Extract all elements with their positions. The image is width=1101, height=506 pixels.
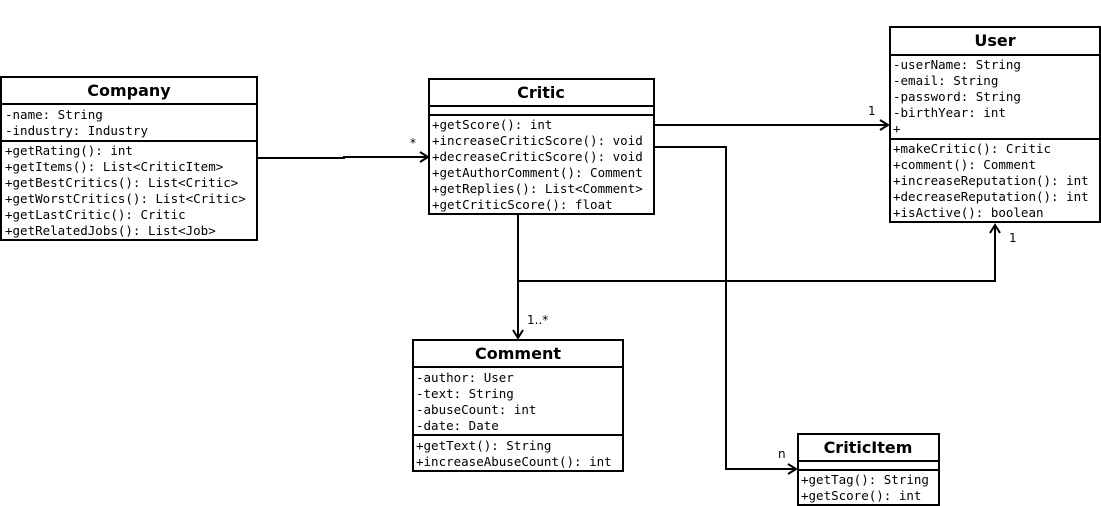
edge-critic-user: 1 [655,104,890,131]
class-comment-attribute: -abuseCount: int [416,402,536,417]
class-user-title: User [974,31,1015,50]
class-company-method: +getRelatedJobs(): List<Job> [5,223,216,238]
class-critic-title: Critic [517,83,565,102]
class-critic-method: +getAuthorComment(): Comment [432,165,643,180]
class-company[interactable]: Company -name: String -industry: Industr… [0,76,258,241]
class-critic-method: +getCriticScore(): float [432,197,613,212]
class-user-attribute: -email: String [893,73,998,88]
multiplicity-comment-user: 1 [1009,231,1017,245]
class-user[interactable]: User -userName: String -email: String -p… [889,26,1101,223]
class-critic-item-method: +getScore(): int [801,488,921,503]
class-user-method: +isActive(): boolean [893,205,1044,220]
class-critic-method: +decreaseCriticScore(): void [432,149,643,164]
edge-company-critic: * [258,136,430,163]
multiplicity-critic-comment: 1..* [527,313,548,327]
class-user-attribute: -password: String [893,89,1021,104]
class-critic-method: +getReplies(): List<Comment> [432,181,643,196]
class-company-method: +getBestCritics(): List<Critic> [5,175,238,190]
class-company-method: +getLastCritic(): Critic [5,207,186,222]
multiplicity-critic-criticitem: n [778,447,786,461]
class-critic[interactable]: Critic +getScore(): int +increaseCriticS… [428,78,655,215]
class-critic-item[interactable]: CriticItem +getTag(): String +getScore()… [797,433,940,506]
class-comment-attribute: -date: Date [416,418,499,433]
class-comment-method: +getText(): String [416,438,551,453]
class-user-method: +makeCritic(): Critic [893,141,1051,156]
class-critic-method: +getScore(): int [432,117,552,132]
class-critic-method: +increaseCriticScore(): void [432,133,643,148]
class-user-attribute: -userName: String [893,57,1021,72]
class-comment-attribute: -text: String [416,386,514,401]
class-user-attribute: -birthYear: int [893,105,1006,120]
class-comment-method: +increaseAbuseCount(): int [416,454,612,469]
edge-critic-criticitem: n [655,146,798,475]
class-company-method: +getItems(): List<CriticItem> [5,159,223,174]
class-comment[interactable]: Comment -author: User -text: String -abu… [412,339,624,472]
class-company-method: +getRating(): int [5,143,133,158]
multiplicity-critic-user: 1 [868,104,876,118]
class-comment-attribute: -author: User [416,370,514,385]
class-critic-item-method: +getTag(): String [801,472,929,487]
multiplicity-company-critic: * [410,136,416,150]
class-critic-item-title: CriticItem [824,438,913,457]
class-company-method: +getWorstCritics(): List<Critic> [5,191,246,206]
class-company-title: Company [87,81,171,100]
edge-comment-user: 1 [518,223,1017,282]
class-user-method: +comment(): Comment [893,157,1036,172]
class-company-attribute: -name: String [5,107,103,122]
class-comment-title: Comment [475,344,561,363]
class-user-method: +decreaseReputation(): int [893,189,1089,204]
edge-critic-comment: 1..* [512,215,548,340]
class-company-attribute: -industry: Industry [5,123,148,138]
class-user-method: +increaseReputation(): int [893,173,1089,188]
class-user-attribute: + [893,121,901,136]
